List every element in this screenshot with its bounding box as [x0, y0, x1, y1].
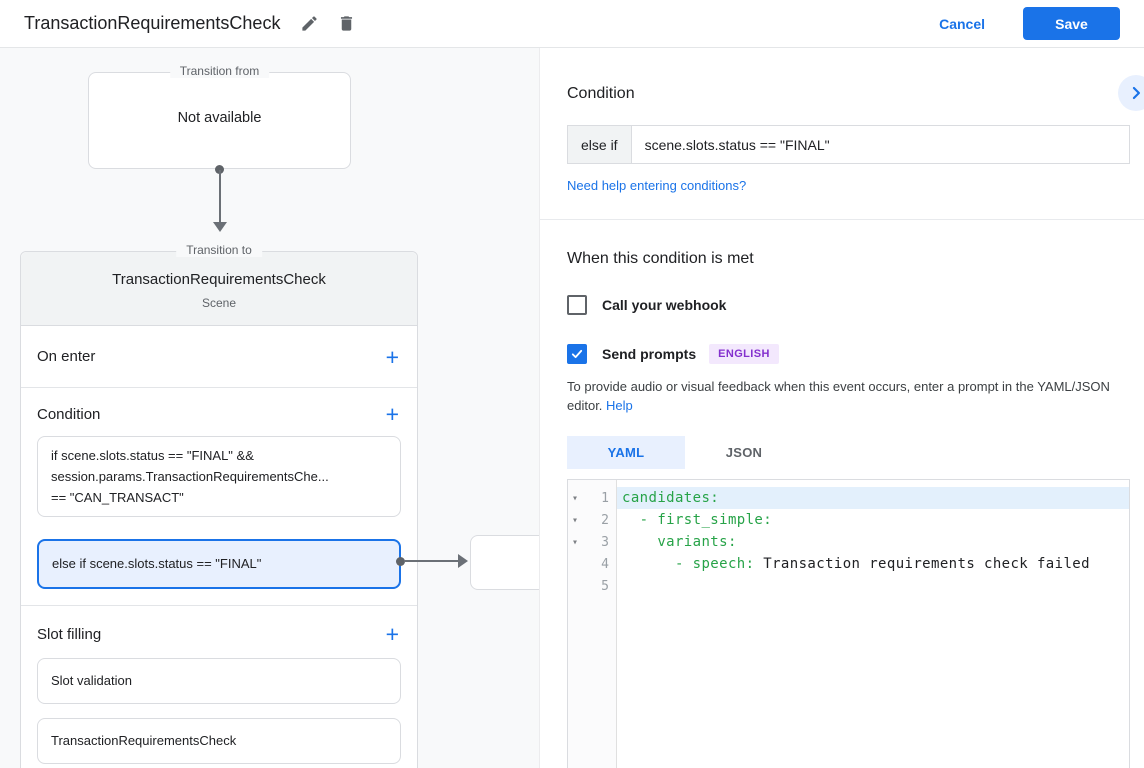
- arrow-down-icon: [213, 222, 227, 232]
- code-line[interactable]: - first_simple:: [622, 512, 773, 528]
- condition-editor-panel: Condition else if Need help entering con…: [540, 48, 1144, 768]
- condition-help-link[interactable]: Need help entering conditions?: [567, 178, 747, 193]
- collapse-panel-button[interactable]: [1118, 75, 1144, 111]
- webhook-checkbox[interactable]: [567, 295, 587, 315]
- help-link[interactable]: Help: [606, 398, 633, 413]
- condition-item[interactable]: if scene.slots.status == "FINAL" && sess…: [37, 436, 401, 517]
- condition-text-line: == "CAN_TRANSACT": [51, 490, 184, 505]
- webhook-label: Call your webhook: [602, 297, 727, 313]
- transition-target-node[interactable]: [470, 535, 539, 590]
- code-line[interactable]: candidates:: [617, 487, 1129, 509]
- editor-code-area[interactable]: candidates: - first_simple: variants: - …: [617, 480, 1129, 768]
- transition-to-card: Transition to TransactionRequirementsChe…: [20, 243, 418, 768]
- fold-arrow-icon[interactable]: ▾: [572, 492, 579, 504]
- line-number: 1: [601, 490, 609, 506]
- scene-type: Scene: [201, 296, 237, 310]
- checkmark-icon: [571, 349, 583, 359]
- transition-from-label: Transition from: [169, 64, 270, 78]
- condition-text-line: if scene.slots.status == "FINAL" &&: [51, 448, 254, 463]
- send-prompts-label: Send prompts: [602, 346, 697, 362]
- condition-text-line: else if scene.slots.status == "FINAL": [52, 556, 262, 571]
- transition-to-label: Transition to: [176, 243, 262, 257]
- transition-from-value: Not available: [177, 109, 262, 126]
- condition-input[interactable]: [631, 125, 1130, 164]
- delete-scene-button[interactable]: [335, 12, 358, 35]
- save-button[interactable]: Save: [1023, 7, 1120, 40]
- on-enter-row: On enter +: [21, 326, 417, 388]
- send-prompts-checkbox[interactable]: [567, 344, 587, 364]
- code-line[interactable]: [617, 575, 1129, 597]
- prompt-description-text: To provide audio or visual feedback when…: [567, 379, 1110, 413]
- on-enter-label: On enter: [37, 348, 96, 365]
- yaml-editor[interactable]: ▾ 1 ▾ 2 ▾ 3 4 5 candidates: - first_simple:…: [567, 479, 1130, 768]
- editor-gutter: ▾ 1 ▾ 2 ▾ 3 4 5: [568, 480, 617, 768]
- add-condition-button[interactable]: +: [385, 401, 399, 427]
- connector-start-dot: [396, 557, 405, 566]
- fold-arrow-icon[interactable]: ▾: [572, 514, 579, 526]
- connector-start-dot: [215, 165, 224, 174]
- condition-text-line: session.params.TransactionRequirementsCh…: [51, 469, 329, 484]
- scene-graph-canvas: Transition from Not available Transition…: [0, 48, 540, 768]
- transition-from-node: Transition from Not available: [88, 64, 351, 169]
- connector-line-horizontal: [404, 560, 460, 562]
- send-prompts-row: Send prompts ENGLISH: [567, 344, 1130, 364]
- slot-filling-section: Slot filling + Slot validation Transacti…: [21, 606, 417, 768]
- webhook-row: Call your webhook: [567, 295, 1130, 315]
- when-met-title: When this condition is met: [567, 250, 754, 267]
- add-on-enter-button[interactable]: +: [385, 343, 399, 370]
- condition-section: Condition + if scene.slots.status == "FI…: [21, 388, 417, 606]
- line-number: 3: [601, 534, 609, 550]
- tab-json[interactable]: JSON: [725, 445, 763, 460]
- fold-arrow-icon[interactable]: ▾: [572, 536, 579, 548]
- cancel-button[interactable]: Cancel: [939, 15, 985, 32]
- scene-card-header[interactable]: TransactionRequirementsCheck Scene: [21, 252, 417, 326]
- condition-prefix: else if: [567, 125, 632, 164]
- add-slot-button[interactable]: +: [385, 621, 399, 647]
- trash-icon: [341, 16, 353, 31]
- language-badge: ENGLISH: [709, 344, 779, 364]
- condition-section-label: Condition: [37, 405, 101, 423]
- slot-filling-label: Slot filling: [37, 625, 102, 643]
- code-line[interactable]: variants:: [622, 534, 737, 550]
- pencil-icon: [302, 16, 318, 31]
- edit-scene-button[interactable]: [298, 12, 321, 35]
- page-title: TransactionRequirementsCheck: [24, 13, 281, 33]
- panel-divider: [540, 219, 1144, 220]
- line-number: 4: [601, 556, 609, 572]
- connector-line-vertical: [219, 170, 221, 222]
- condition-item-selected[interactable]: else if scene.slots.status == "FINAL": [37, 539, 401, 589]
- chevron-right-icon: [1132, 86, 1140, 100]
- slot-item[interactable]: TransactionRequirementsCheck: [37, 718, 401, 764]
- panel-title: Condition: [567, 85, 635, 102]
- slot-validation-item[interactable]: Slot validation: [37, 658, 401, 704]
- scene-name: TransactionRequirementsCheck: [112, 271, 326, 288]
- arrow-right-icon: [458, 554, 468, 568]
- line-number: 2: [601, 512, 609, 528]
- code-line[interactable]: - speech: Transaction requirements check…: [622, 556, 1090, 572]
- top-bar: TransactionRequirementsCheck Cancel Save: [0, 0, 1144, 48]
- editor-tabs: YAML JSON: [567, 436, 1130, 469]
- prompt-description: To provide audio or visual feedback when…: [567, 377, 1130, 415]
- tab-yaml[interactable]: YAML: [567, 436, 685, 469]
- line-number: 5: [601, 578, 609, 594]
